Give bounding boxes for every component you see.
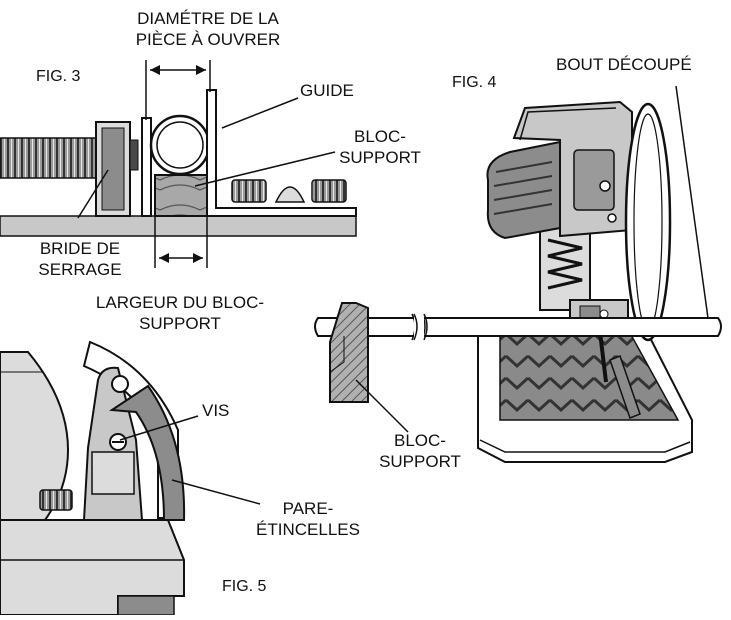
fig3-workpiece	[149, 114, 211, 176]
fig3-support-line2: SUPPORT	[339, 148, 421, 167]
fig5-screw-label: VIS	[202, 401, 230, 420]
fig5-spark-line2: ÉTINCELLES	[256, 520, 360, 539]
fig3-diameter-line2: PIÈCE À OUVRER	[135, 30, 281, 49]
fig5-spark-label: PARE- ÉTINCELLES	[248, 498, 368, 540]
fig5-drawing	[0, 340, 261, 616]
fig3-knob-right	[311, 179, 347, 203]
fig3-support-block	[154, 174, 208, 217]
fig4-vise-lever	[609, 355, 641, 419]
fig3-diameter-line1: DIAMÉTRE DE LA	[137, 9, 279, 28]
fig3-clamp-label: BRIDE DE SERRAGE	[20, 238, 140, 280]
fig4-support-line2: SUPPORT	[379, 452, 461, 471]
fig3-clamp-line2: SERRAGE	[38, 260, 122, 279]
fig3-diameter-label: DIAMÉTRE DE LA PIÈCE À OUVRER	[118, 8, 298, 50]
fig3-table	[0, 215, 357, 237]
fig5-spark-deflector	[109, 384, 186, 521]
fig3-support-line1: BLOC-	[354, 127, 406, 146]
fig4-spring	[547, 238, 583, 290]
fig4-cut-end-label: BOUT DÉCOUPÉ	[556, 55, 692, 74]
fig3-knob-left	[231, 179, 267, 203]
fig3-guide-label: GUIDE	[300, 81, 354, 100]
fig5-spark-line1: PARE-	[282, 499, 334, 518]
fig5-knob	[39, 489, 73, 511]
fig4-drawing	[314, 85, 722, 463]
fig4-support-line1: BLOC-	[394, 431, 446, 450]
fig3-width-line1: LARGEUR DU BLOC-	[95, 293, 265, 312]
fig4-label: FIG. 4	[452, 74, 497, 91]
fig3-drawing	[0, 60, 357, 268]
fig3-clamp-screw	[0, 137, 99, 179]
fig4-support-label: BLOC- SUPPORT	[360, 430, 480, 472]
fig3-support-label: BLOC- SUPPORT	[330, 126, 430, 168]
fig5-label: FIG. 5	[222, 578, 267, 595]
fig4-support-block	[329, 302, 369, 403]
fig3-clamp-plate	[141, 117, 152, 217]
fig3-clamp-line1: BRIDE DE	[39, 239, 121, 258]
fig4-workpiece-bar	[314, 317, 722, 337]
fig3-width-label: LARGEUR DU BLOC- SUPPORT	[70, 292, 290, 334]
fig5-motor	[0, 351, 70, 541]
fig3-width-line2: SUPPORT	[139, 314, 221, 333]
fig3-label: FIG. 3	[36, 68, 81, 85]
fig4-blade-guard	[624, 102, 672, 342]
